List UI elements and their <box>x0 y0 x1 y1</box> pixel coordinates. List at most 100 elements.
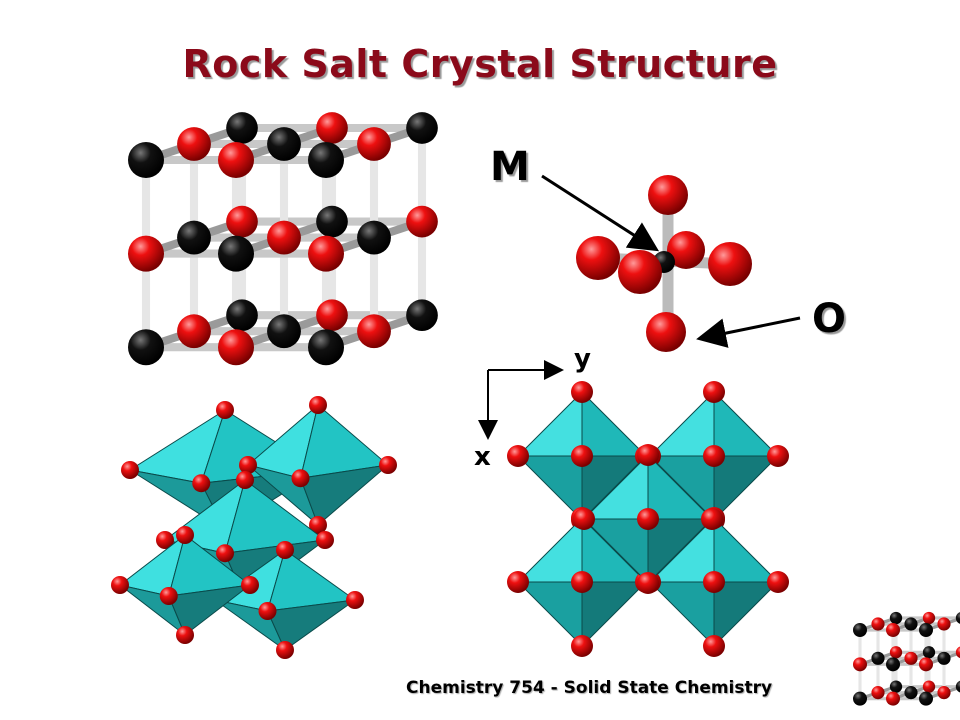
octahedron-face <box>713 516 780 583</box>
metal-atom <box>853 623 867 637</box>
oxygen-atom <box>886 623 900 637</box>
metal-atom <box>904 686 918 700</box>
metal-atom <box>919 623 933 637</box>
oxygen-atom <box>576 236 620 280</box>
oxygen-atom <box>308 235 344 272</box>
oxygen-atom <box>955 646 960 659</box>
oxygen-atom <box>886 691 900 706</box>
metal-atom <box>922 646 936 659</box>
rock-salt-unit-cell <box>128 112 438 366</box>
oxygen-atom <box>216 544 234 563</box>
oxygen-atom <box>637 572 659 594</box>
oxygen-atom <box>922 611 936 625</box>
oxygen-atom <box>573 508 595 530</box>
oxygen-atom <box>703 635 725 657</box>
octahedron-face <box>581 455 648 522</box>
metal-atom <box>128 329 164 366</box>
octahedral-framework-perspective <box>111 396 397 659</box>
oxygen-atom <box>379 456 397 474</box>
octahedral-framework-projection <box>507 381 789 657</box>
oxygen-atom <box>346 591 364 609</box>
oxygen-atom <box>176 626 194 644</box>
axis-x-label: x <box>474 442 491 472</box>
oxygen-atom <box>637 508 659 530</box>
metal-atom <box>128 142 164 178</box>
oxygen-atom <box>937 686 951 700</box>
oxygen-atom <box>571 381 593 403</box>
oxygen-atom <box>406 205 438 238</box>
oxygen-atom <box>571 571 593 593</box>
metal-atom <box>308 329 344 366</box>
metal-atom <box>357 220 391 255</box>
octahedron-face <box>516 455 583 522</box>
footer-course: Chemistry 754 - Solid State Chemistry <box>406 678 773 698</box>
oxygen-atom <box>667 231 705 269</box>
oxygen-atom <box>177 314 211 349</box>
oxygen-atom <box>767 445 789 467</box>
oxygen-atom <box>507 571 529 593</box>
metal-atom <box>889 611 903 625</box>
octahedron-face <box>516 516 583 583</box>
metal-atom <box>937 651 951 665</box>
mo6-octahedron-model <box>478 174 801 440</box>
oxygen-atom <box>176 526 194 544</box>
oxygen-atom <box>156 531 174 549</box>
oxygen-atom <box>637 444 659 466</box>
oxygen-atom <box>258 602 277 620</box>
oxygen-atom <box>177 127 211 161</box>
oxygen-atom <box>276 541 294 559</box>
octahedron-face <box>713 390 780 457</box>
oxygen-atom <box>507 445 529 467</box>
oxygen-atom <box>226 205 258 238</box>
metal-atom <box>406 112 438 144</box>
slide-title: Rock Salt Crystal Structure <box>182 42 778 86</box>
oxygen-atom <box>276 641 294 659</box>
oxygen-atom <box>646 312 686 352</box>
metal-atom <box>919 691 933 706</box>
oxygen-atom <box>192 474 211 493</box>
oxygen-atom <box>648 175 688 215</box>
octahedron-face <box>647 518 714 585</box>
octahedron-face <box>581 581 648 648</box>
oxygen-atom <box>853 657 867 672</box>
oxygen-atom <box>871 686 885 700</box>
octahedron-face <box>713 455 780 522</box>
oxygen-atom <box>121 461 139 479</box>
oxygen-atom <box>309 516 327 534</box>
oxygen-atom <box>128 235 164 272</box>
oxygen-atom <box>701 508 723 530</box>
metal-atom <box>871 651 885 665</box>
oxygen-atom <box>218 329 254 366</box>
metal-arrow <box>541 174 660 252</box>
metal-atom <box>904 617 918 631</box>
oxygen-label: O <box>812 296 847 342</box>
oxygen-atom <box>357 314 391 349</box>
oxygen-atom <box>316 112 348 144</box>
rock-salt-unit-cell-small <box>853 611 960 706</box>
oxygen-atom <box>291 469 310 488</box>
oxygen-atom <box>218 142 254 178</box>
oxygen-atom <box>618 250 662 294</box>
oxygen-atom <box>937 617 951 631</box>
metal-atom <box>267 127 301 161</box>
metal-atom <box>226 112 258 144</box>
oxygen-atom <box>889 646 903 659</box>
oxygen-atom <box>309 396 327 414</box>
oxygen-atom <box>703 445 725 467</box>
metal-atom <box>889 680 903 693</box>
oxygen-atom <box>357 127 391 161</box>
metal-atom <box>177 220 211 255</box>
oxygen-atom <box>216 401 234 419</box>
oxygen-atom <box>239 456 257 474</box>
oxygen-atom <box>708 242 752 286</box>
metal-atom <box>853 691 867 706</box>
oxygen-atom <box>111 576 129 594</box>
metal-atom <box>406 299 438 332</box>
oxygen-atom <box>316 531 334 549</box>
metal-atom <box>226 299 258 332</box>
oxygen-atom <box>919 657 933 672</box>
oxygen-atom <box>571 635 593 657</box>
oxygen-atom <box>316 299 348 332</box>
metal-atom <box>316 205 348 238</box>
